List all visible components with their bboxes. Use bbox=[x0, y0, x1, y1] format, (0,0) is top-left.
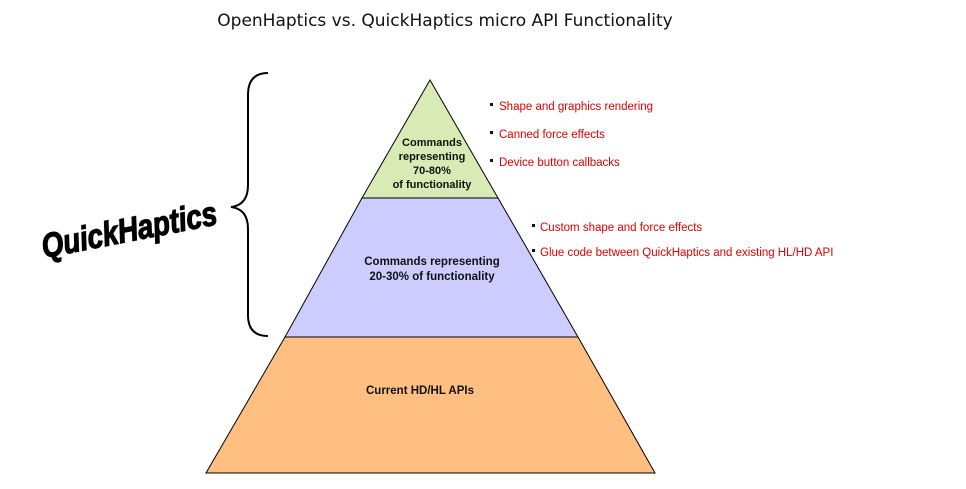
bullet-top-1: Shape and graphics rendering bbox=[499, 101, 653, 113]
bullet-top-2: Canned force effects bbox=[499, 129, 605, 141]
quickhaptics-logo-text: QuickHaptics bbox=[38, 195, 220, 266]
bullet-marker bbox=[490, 159, 493, 162]
bullet-middle-2: Glue code between QuickHaptics and exist… bbox=[540, 247, 833, 259]
page-title: OpenHaptics vs. QuickHaptics micro API F… bbox=[217, 11, 673, 31]
quickhaptics-logo: QuickHaptics bbox=[38, 194, 221, 266]
bullet-marker bbox=[532, 249, 535, 252]
middle-tier-line-1: Commands representing bbox=[364, 256, 499, 268]
bullet-marker bbox=[490, 103, 493, 106]
bottom-tier-label: Current HD/HL APIs bbox=[366, 385, 474, 397]
top-tier-line-1: Commands bbox=[402, 137, 462, 149]
bullet-marker bbox=[532, 224, 535, 227]
bullet-top-3: Device button callbacks bbox=[499, 157, 620, 169]
top-tier-line-3: 70-80% bbox=[413, 165, 451, 177]
bullet-middle-1: Custom shape and force effects bbox=[540, 222, 702, 234]
pyramid-tier-bottom bbox=[205, 336, 656, 474]
middle-tier-line-2: 20-30% of functionality bbox=[369, 271, 495, 283]
bullet-marker bbox=[490, 131, 493, 134]
curly-brace bbox=[230, 72, 269, 337]
top-tier-line-4: of functionality bbox=[393, 179, 473, 191]
top-tier-line-2: representing bbox=[399, 151, 466, 163]
